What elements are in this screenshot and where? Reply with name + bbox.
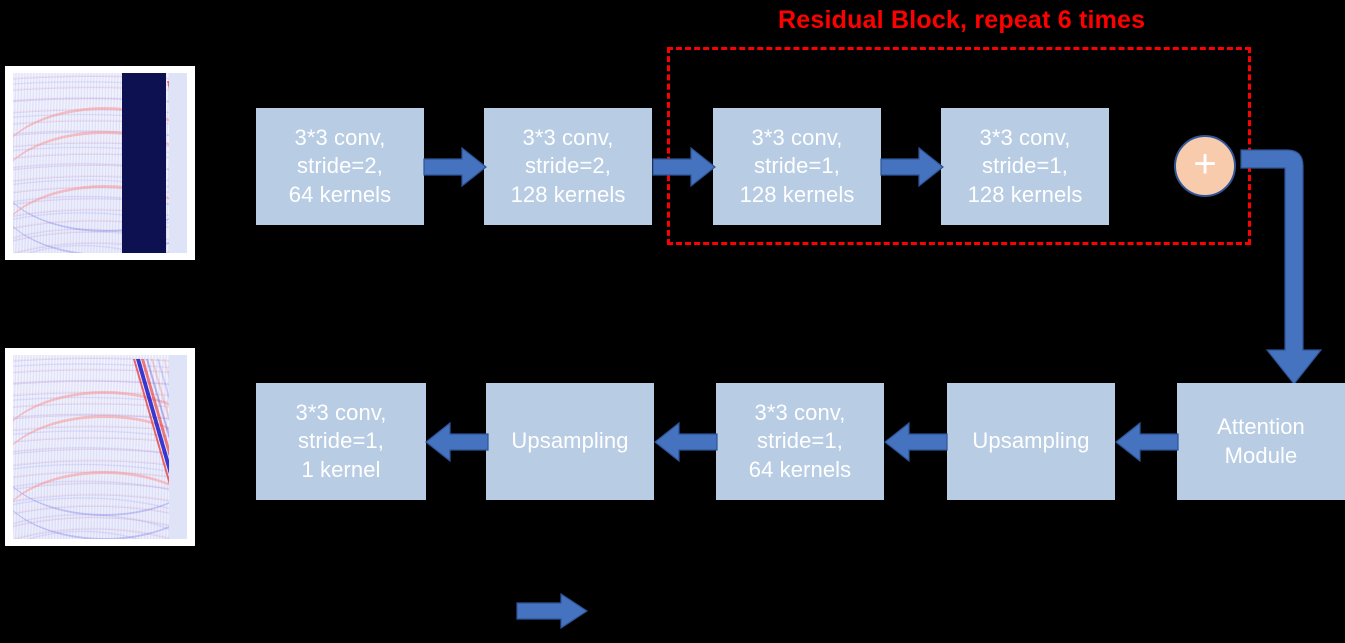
encoder-box-conv-4[interactable]: 3*3 conv, stride=1, 128 kernels <box>941 108 1109 225</box>
residual-block-title: Residual Block, repeat 6 times <box>778 6 1146 34</box>
seismic-right-margin <box>169 73 187 253</box>
decoder-box-conv-out[interactable]: 3*3 conv, stride=1, 1 kernel <box>256 383 426 500</box>
encoder-box-conv-3[interactable]: 3*3 conv, stride=1, 128 kernels <box>713 108 881 225</box>
decoder-box-conv-5[interactable]: 3*3 conv, stride=1, 64 kernels <box>716 383 884 500</box>
decoder-box-attention-module[interactable]: Attention Module <box>1177 383 1345 500</box>
encoder-box-conv-2[interactable]: 3*3 conv, stride=2, 128 kernels <box>484 108 652 225</box>
arrow-upsampling1-to-conv5 <box>884 421 948 463</box>
legend-arrow-icon <box>516 592 589 630</box>
input-seismic-canvas <box>13 73 187 253</box>
arrow-conv3-to-conv4 <box>880 146 944 188</box>
input-seismic-image <box>5 66 195 260</box>
output-seismic-canvas <box>13 355 187 539</box>
seismic-horizon <box>13 471 187 539</box>
residual-block-boundary <box>667 47 1251 245</box>
arrow-conv1-to-conv2 <box>423 146 487 188</box>
arrow-conv2-to-conv3 <box>652 146 716 188</box>
seismic-horizon <box>13 185 187 253</box>
arrow-conv5-to-upsampling2 <box>654 421 718 463</box>
residual-add-node[interactable]: + <box>1174 135 1236 197</box>
seismic-horizon <box>13 131 187 253</box>
encoder-box-conv-1[interactable]: 3*3 conv, stride=2, 64 kernels <box>256 108 424 225</box>
decoder-box-upsampling-2[interactable]: Upsampling <box>486 383 654 500</box>
seismic-missing-trace-mask <box>122 73 166 253</box>
seismic-right-margin <box>169 355 187 539</box>
decoder-box-upsampling-1[interactable]: Upsampling <box>947 383 1115 500</box>
arrow-residual-to-attention <box>1240 142 1345 390</box>
output-seismic-image <box>5 348 195 546</box>
arrow-upsampling2-to-convout <box>425 421 489 463</box>
arrow-attention-to-upsampling1 <box>1115 421 1179 463</box>
